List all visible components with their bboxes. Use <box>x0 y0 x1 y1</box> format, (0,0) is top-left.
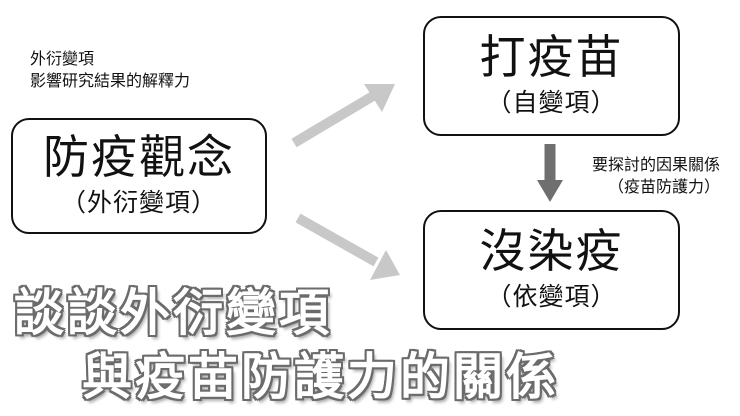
confounder-node: 防疫觀念 （外衍變項） <box>11 118 267 234</box>
independent-node-subtitle: （自變項） <box>486 88 617 118</box>
independent-node: 打疫苗 （自變項） <box>423 16 680 136</box>
causal-note-line1: 要探討的因果關係 <box>591 155 720 174</box>
dependent-node-subtitle: （依變項） <box>486 282 617 312</box>
independent-node-title: 打疫苗 <box>479 30 624 85</box>
dependent-node-title: 沒染疫 <box>479 224 624 279</box>
causal-note-line2: （疫苗防護力） <box>607 177 720 196</box>
confounder-note-line2: 影響研究結果的解釋力 <box>30 71 191 90</box>
confounder-node-title: 防疫觀念 <box>43 130 235 185</box>
arrow-confounder-to-dependent <box>295 213 400 280</box>
confounder-note: 外衍變項 影響研究結果的解釋力 <box>30 48 190 92</box>
headline-line2: 與疫苗防護力的關係 <box>82 348 559 406</box>
arrow-independent-to-dependent <box>537 144 563 202</box>
confounder-node-subtitle: （外衍變項） <box>60 188 217 218</box>
headline-line1: 談談外衍變項 <box>14 284 332 342</box>
arrow-confounder-to-independent <box>291 84 395 148</box>
confounder-note-line1: 外衍變項 <box>30 49 95 68</box>
dependent-node: 沒染疫 （依變項） <box>423 210 680 330</box>
causal-note: 要探討的因果關係 （疫苗防護力） <box>560 154 720 198</box>
